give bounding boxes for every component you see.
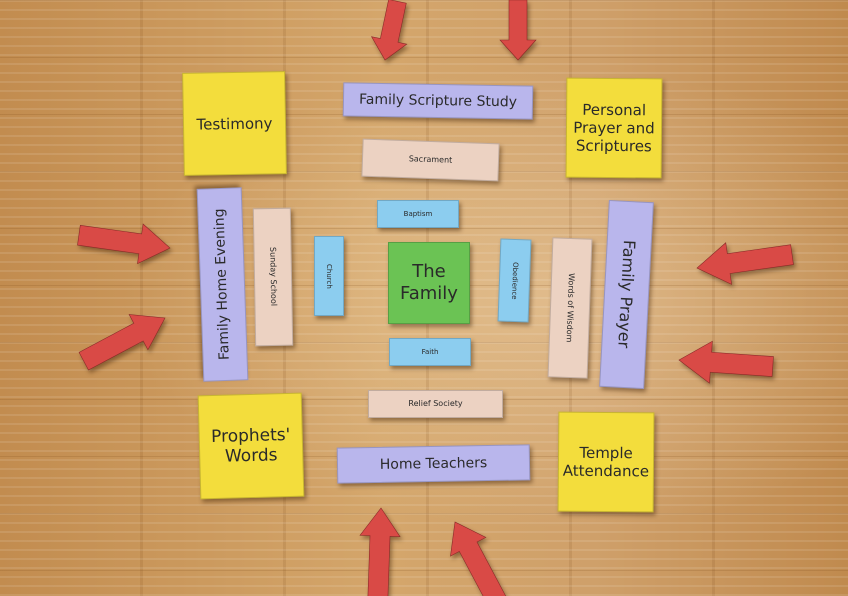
card-family-scripture-study: Family Scripture Study	[342, 82, 534, 120]
card-church-label: Church	[325, 263, 334, 289]
card-sacrament: Sacrament	[361, 138, 500, 182]
card-home-teachers: Home Teachers	[336, 444, 531, 484]
card-personal-prayer: Personal Prayer and Scriptures	[565, 77, 663, 179]
card-obedience: Obedience	[497, 238, 532, 323]
card-prophets-words-label: Prophets' Words	[210, 424, 291, 467]
card-sunday-school-label: Sunday School	[268, 247, 279, 307]
card-baptism: Baptism	[377, 200, 459, 228]
card-baptism-label: Baptism	[403, 209, 433, 218]
card-obedience-label: Obedience	[510, 261, 520, 300]
card-faith: Faith	[389, 338, 471, 366]
card-testimony: Testimony	[182, 71, 287, 176]
card-sacrament-label: Sacrament	[408, 154, 453, 165]
card-family-prayer: Family Prayer	[599, 199, 654, 390]
card-family-home-evening: Family Home Evening	[196, 187, 249, 382]
card-testimony-label: Testimony	[196, 113, 273, 134]
card-family-prayer-label: Family Prayer	[614, 239, 639, 350]
card-relief-society-label: Relief Society	[408, 399, 463, 409]
card-temple-attendance-label: Temple Attendance	[562, 443, 650, 481]
card-sunday-school: Sunday School	[252, 207, 294, 347]
card-the-family: The Family	[388, 242, 470, 324]
card-temple-attendance: Temple Attendance	[557, 411, 655, 513]
card-relief-society: Relief Society	[368, 390, 503, 418]
card-church: Church	[314, 236, 344, 316]
card-family-scripture-study-label: Family Scripture Study	[358, 91, 518, 110]
card-words-of-wisdom: Words of Wisdom	[547, 237, 593, 379]
card-words-of-wisdom-label: Words of Wisdom	[564, 273, 577, 343]
card-the-family-label: The Family	[400, 261, 458, 304]
card-personal-prayer-label: Personal Prayer and Scriptures	[573, 100, 655, 156]
card-prophets-words: Prophets' Words	[197, 392, 305, 500]
card-family-home-evening-label: Family Home Evening	[211, 208, 233, 361]
card-home-teachers-label: Home Teachers	[379, 454, 488, 473]
card-faith-label: Faith	[421, 347, 439, 356]
